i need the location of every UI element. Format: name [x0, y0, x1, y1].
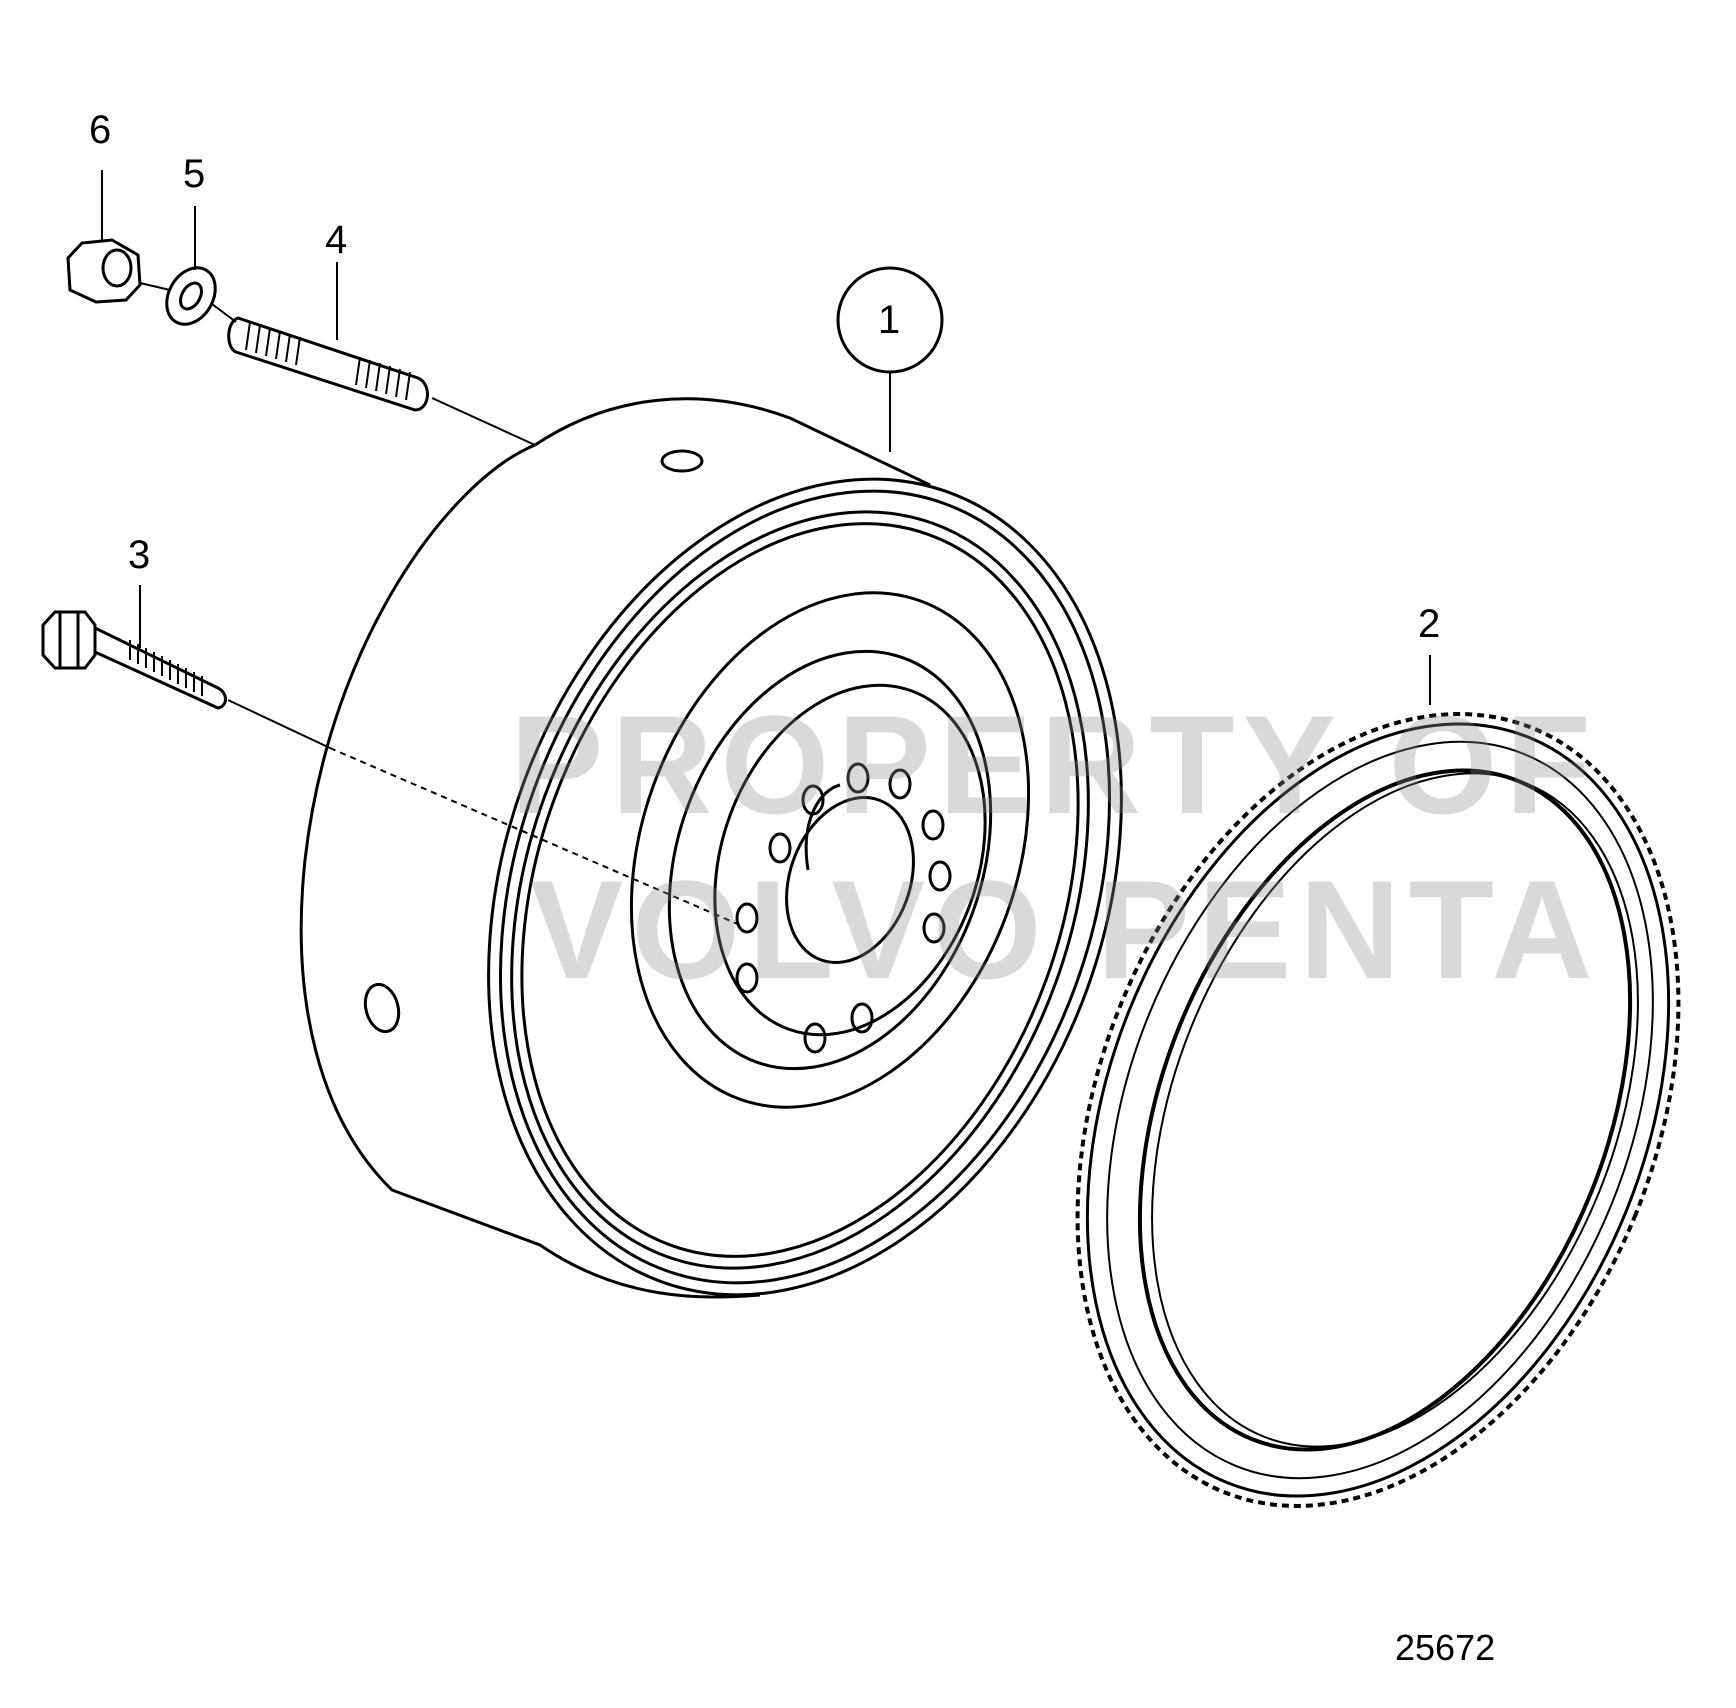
flywheel-inner-ring	[629, 591, 1031, 1109]
ring-gear-teeth-edge	[1075, 712, 1681, 1508]
flywheel-rim-2	[499, 489, 1111, 1285]
stud	[227, 316, 536, 446]
bolt-shank	[93, 625, 227, 710]
flywheel-top-edge	[534, 397, 931, 487]
callout-4-label: 4	[325, 218, 348, 262]
washer-centerline	[139, 282, 171, 291]
flywheel-side-hole-lower	[363, 982, 401, 1034]
callout-2-label: 2	[1418, 602, 1441, 646]
bolt-threads	[129, 640, 203, 696]
flywheel-rim-4	[520, 522, 1080, 1258]
ring-gear-inner-2	[1151, 772, 1639, 1448]
flywheel-back-edge	[299, 443, 761, 1299]
ring-gear-outer	[1085, 722, 1671, 1498]
flywheel-side-hole-top	[660, 449, 704, 473]
leader-lines	[101, 170, 1431, 705]
bolt-centerline	[227, 699, 331, 749]
stud-washer-centerline	[211, 303, 237, 323]
callout-6-label: 6	[89, 108, 112, 152]
figure-number: 25672	[1395, 1627, 1496, 1668]
flywheel-bore-inner	[804, 783, 841, 871]
nut	[66, 238, 142, 304]
flywheel-rim-3	[510, 510, 1090, 1270]
flywheel-outer-rim	[487, 477, 1123, 1297]
flywheel-bolt-holes	[735, 762, 952, 1054]
watermark-line-2: VOLVO PENTA	[530, 851, 1601, 1008]
washer	[165, 266, 217, 326]
callout-3-label: 3	[128, 533, 151, 577]
callout-5-label: 5	[183, 152, 206, 196]
flywheel-hub	[713, 683, 987, 1037]
stud-centerline	[431, 397, 536, 446]
ring-gear-tooth-root	[1106, 740, 1654, 1480]
bolt-centerline-hidden	[329, 747, 741, 926]
bolt-head	[41, 610, 97, 670]
nut-hole	[101, 248, 133, 288]
callout-1-circle	[836, 266, 944, 374]
flywheel-inner-ring-2	[667, 649, 993, 1071]
washer-hole	[179, 281, 203, 311]
watermark-line-1: PROPERTY OF	[510, 686, 1599, 843]
stud-threads	[245, 321, 411, 401]
flywheel-center-bore	[785, 796, 915, 964]
bolt	[41, 610, 741, 926]
callout-1-label: 1	[878, 298, 901, 342]
flywheel	[299, 397, 1123, 1299]
ring-gear	[1075, 712, 1681, 1508]
washer-outer	[165, 266, 217, 326]
